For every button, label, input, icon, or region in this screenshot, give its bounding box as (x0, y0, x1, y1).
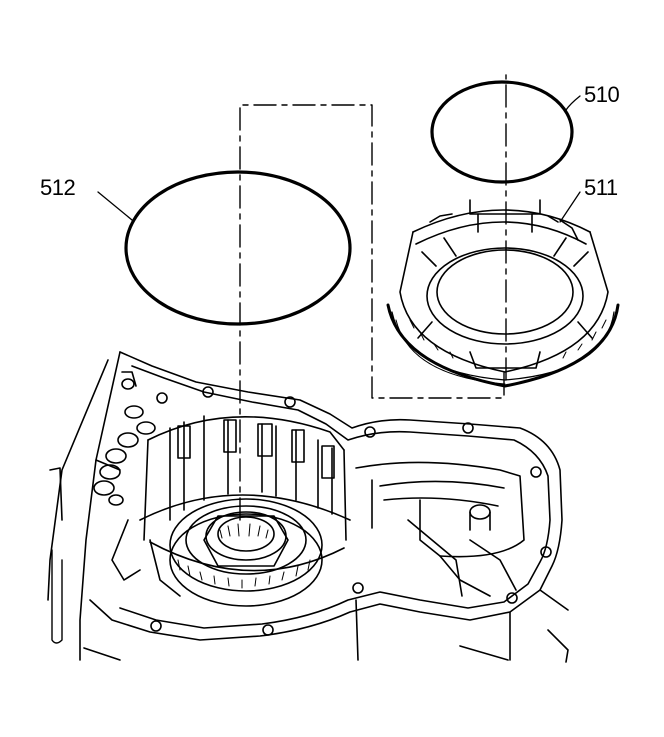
callout-510: 510 (584, 82, 620, 107)
assembly-centerlines (239, 74, 507, 521)
large-seal-ring-512 (124, 170, 352, 326)
transmission-case (47, 351, 569, 663)
small-seal-ring-510 (430, 80, 574, 184)
callout-511: 511 (584, 175, 618, 200)
callout-512: 512 (40, 175, 76, 200)
clutch-piston-511 (386, 199, 620, 388)
callout-leaders (97, 95, 581, 223)
